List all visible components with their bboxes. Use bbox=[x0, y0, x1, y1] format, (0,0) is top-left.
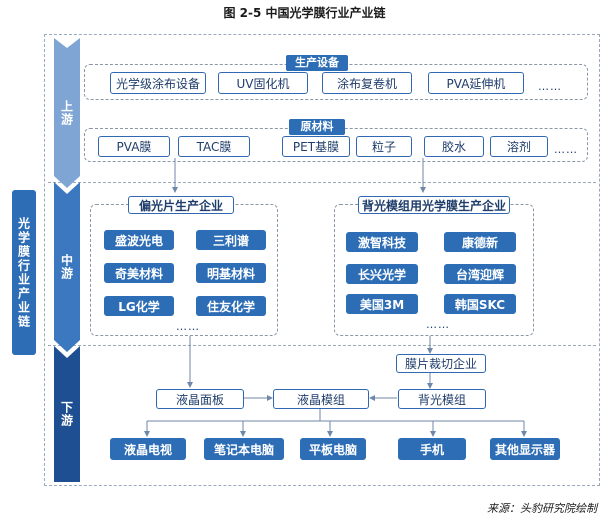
polarizer-company: 明基材料 bbox=[196, 263, 266, 283]
material-item: 胶水 bbox=[424, 136, 484, 157]
equipment-header: 生产设备 bbox=[286, 55, 348, 71]
material-item: 溶剂 bbox=[490, 136, 548, 157]
backlight-film-header: 背光模组用光学膜生产企业 bbox=[358, 196, 510, 214]
equipment-item: 光学级涂布设备 bbox=[110, 72, 206, 94]
chain-frame bbox=[44, 34, 600, 486]
film-cutting-node: 膜片裁切企业 bbox=[396, 354, 486, 373]
backlight-company: 美国3M bbox=[346, 294, 418, 314]
backlight-company: 长兴光学 bbox=[346, 264, 418, 284]
polarizer-company: 三利谱 bbox=[196, 230, 266, 250]
backlight-company: 韩国SKC bbox=[444, 294, 516, 314]
stage-divider-upper bbox=[48, 182, 596, 183]
product-node: 平板电脑 bbox=[300, 438, 366, 460]
product-node: 液晶电视 bbox=[110, 438, 186, 460]
stage-downstream: 下游 bbox=[54, 346, 80, 482]
source-note: 来源：头豹研究院绘制 bbox=[487, 502, 597, 515]
stage-upstream: 上游 bbox=[54, 38, 80, 188]
polarizer-ellipsis: …… bbox=[176, 320, 200, 333]
polarizer-company: 奇美材料 bbox=[104, 263, 174, 283]
material-item: TAC膜 bbox=[178, 136, 250, 157]
backlight-company: 激智科技 bbox=[346, 232, 418, 252]
figure-title: 图 2-5 中国光学膜行业产业链 bbox=[223, 6, 386, 20]
stage-divider-lower bbox=[48, 345, 596, 346]
polarizer-company: LG化学 bbox=[104, 296, 174, 316]
equipment-item: 涂布复卷机 bbox=[322, 72, 412, 94]
product-node: 手机 bbox=[398, 438, 466, 460]
polarizer-header: 偏光片生产企业 bbox=[128, 196, 234, 214]
backlight-company: 康德新 bbox=[444, 232, 516, 252]
lcd-module-node: 液晶模组 bbox=[273, 389, 369, 409]
lcd-panel-node: 液晶面板 bbox=[156, 389, 244, 409]
polarizer-company: 住友化学 bbox=[196, 296, 266, 316]
materials-ellipsis: …… bbox=[554, 143, 578, 156]
product-node: 其他显示器 bbox=[490, 438, 560, 460]
backlight-module-node: 背光模组 bbox=[398, 389, 486, 409]
industry-chain-label: 光学膜行业产业链 bbox=[12, 190, 36, 355]
backlight-ellipsis: …… bbox=[426, 318, 450, 331]
equipment-ellipsis: …… bbox=[538, 80, 562, 93]
material-item: PET基膜 bbox=[282, 136, 350, 157]
material-item: 粒子 bbox=[356, 136, 412, 157]
material-item: PVA膜 bbox=[98, 136, 170, 157]
materials-header: 原材料 bbox=[289, 119, 345, 135]
product-node: 笔记本电脑 bbox=[204, 438, 284, 460]
polarizer-company: 盛波光电 bbox=[104, 230, 174, 250]
stage-midstream: 中游 bbox=[54, 182, 80, 352]
equipment-item: UV固化机 bbox=[218, 72, 308, 94]
equipment-item: PVA延伸机 bbox=[428, 72, 524, 94]
backlight-company: 台湾迎辉 bbox=[444, 264, 516, 284]
